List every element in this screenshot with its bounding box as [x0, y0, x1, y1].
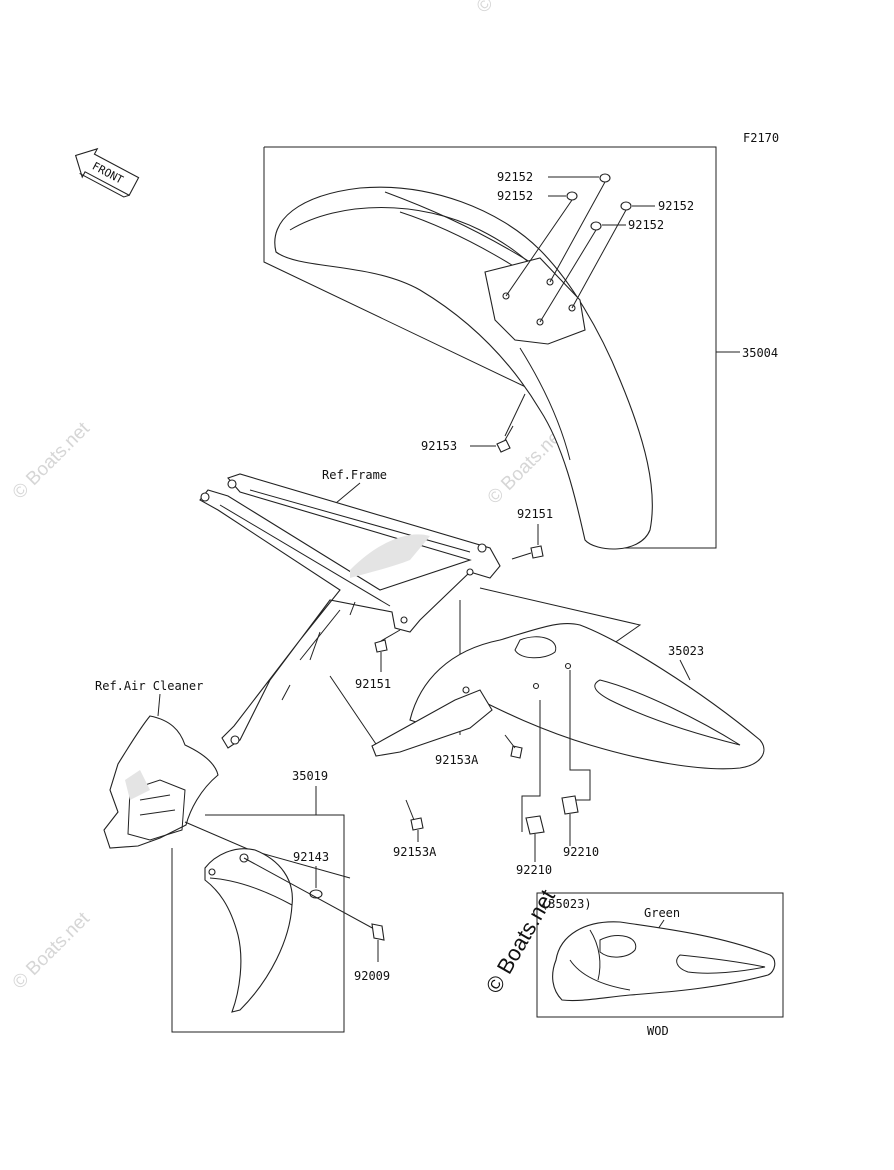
callout-92151-upper: 92151 [517, 507, 553, 521]
callout-35004: 35004 [742, 346, 778, 360]
inset-group: (35023) Green WOD [536, 892, 784, 1038]
callout-35023: 35023 [668, 644, 704, 658]
watermark-bottom-left: © Boats.net [9, 908, 95, 994]
callout-92152-c: 92152 [658, 199, 694, 213]
bolt-icon [496, 425, 514, 453]
callout-92153A-right: 92153A [435, 753, 479, 767]
inset-rear-fender [552, 921, 776, 1002]
bolt-icon [371, 923, 385, 941]
bolt-icon [504, 734, 523, 759]
figure-code: F2170 [743, 131, 779, 145]
callout-92210-right: 92210 [563, 845, 599, 859]
callout-35019: 35019 [292, 769, 328, 783]
washer-icon [566, 173, 632, 231]
inset-box [536, 892, 784, 1018]
inset-model-label: WOD [647, 1024, 669, 1038]
rear-fender-group: 35023 92153A 92153A 92210 92210 [329, 587, 765, 877]
mud-flap [204, 848, 293, 1013]
rear-fender [409, 622, 765, 770]
watermark-top-left: © Boats.net [9, 418, 95, 504]
callout-92153: 92153 [421, 439, 457, 453]
callout-92152-b: 92152 [497, 189, 533, 203]
watermark-inset: © Boats.net [481, 885, 560, 997]
frame-group: Ref.Frame 92151 92151 [199, 468, 553, 749]
bolt-icon [405, 799, 424, 831]
callout-92009: 92009 [354, 969, 390, 983]
callout-ref-frame: Ref.Frame [322, 468, 387, 482]
mud-flap-group: 35019 92143 92009 [171, 769, 390, 1033]
callout-92143: 92143 [293, 850, 329, 864]
mud-flap-box [171, 814, 345, 1033]
nut-icon [525, 795, 579, 835]
callout-ref-air-cleaner: Ref.Air Cleaner [95, 679, 203, 693]
front-arrow-icon: FRONT [74, 147, 140, 198]
callout-92153A-lower: 92153A [393, 845, 437, 859]
bolt-icon [511, 545, 544, 560]
front-fender-mount-plate [484, 257, 586, 345]
front-fender [274, 186, 653, 550]
callout-92152-d: 92152 [628, 218, 664, 232]
bolt-icon [374, 629, 401, 653]
callout-92210-left: 92210 [516, 863, 552, 877]
inset-ref-label: (35023) [541, 897, 592, 911]
callout-92152-a: 92152 [497, 170, 533, 184]
front-fender-box [263, 146, 717, 549]
air-cleaner-box [103, 715, 219, 849]
callout-92151-lower: 92151 [355, 677, 391, 691]
front-fender-group: 35004 92152 92152 92152 92152 [263, 146, 778, 550]
rear-fender-bracket [371, 689, 493, 757]
inset-color-label: Green [644, 906, 680, 920]
watermark-top-center: © Boats.net [473, 0, 559, 18]
